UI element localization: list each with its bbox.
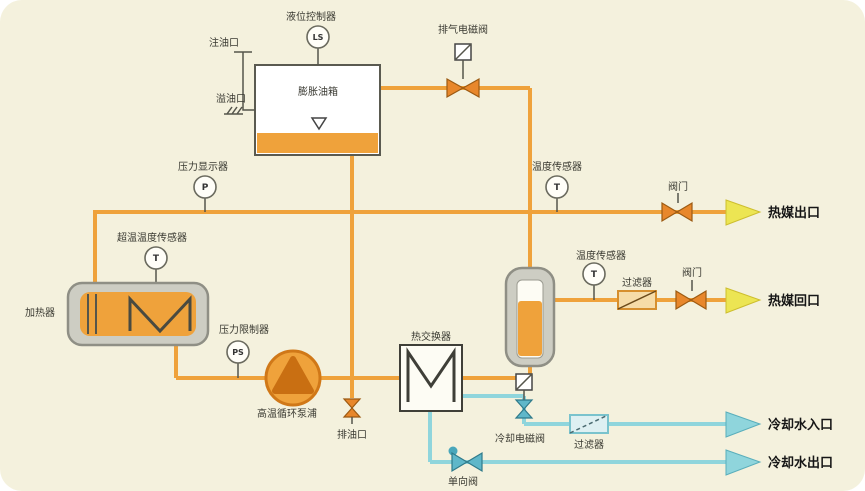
p-circle	[193, 175, 217, 199]
level-switch-sensor: LS	[306, 25, 330, 65]
heater-terminals-icon	[87, 294, 97, 334]
filter-return	[617, 290, 657, 310]
label-valve-return: 阀门	[682, 266, 702, 279]
solenoid-stem	[515, 373, 533, 400]
t-tag: T	[153, 254, 160, 264]
exhaust-solenoid-valve	[446, 43, 480, 99]
label-overflow-port: 溢油口	[216, 92, 246, 105]
heater-core	[80, 292, 196, 336]
port-arrows	[725, 199, 762, 476]
separator-tank	[504, 266, 556, 368]
p-tag: P	[202, 183, 209, 193]
valve-triangle	[446, 77, 465, 99]
label-cooling-water-inlet: 冷却水入口	[768, 417, 833, 433]
label-filter-return: 过滤器	[622, 276, 652, 289]
label-temp-sensor-outlet: 温度传感器	[532, 160, 582, 173]
valve-hot-return	[675, 280, 707, 311]
temp-sensor-return: T	[582, 262, 606, 300]
valve-triangle	[465, 451, 483, 473]
ps-circle	[226, 340, 250, 364]
level-mark-icon	[310, 117, 328, 131]
valve-triangle	[675, 289, 693, 311]
cooling-solenoid-valve	[514, 373, 534, 419]
expansion-tank	[224, 51, 381, 156]
label-pump: 高温循环泵浦	[257, 407, 317, 420]
ls-circle	[306, 25, 330, 49]
check-valve	[448, 446, 483, 473]
label-hot-medium-return: 热媒回口	[768, 293, 820, 309]
label-fill-port: 注油口	[209, 36, 239, 49]
heater	[66, 281, 210, 347]
label-pressure-display: 压力显示器	[178, 160, 228, 173]
t-tag: T	[591, 270, 598, 280]
ls-tag: LS	[313, 33, 324, 42]
label-temp-sensor-return: 温度传感器	[576, 249, 626, 262]
overtemp-sensor: T	[144, 246, 168, 284]
label-hot-medium-outlet: 热媒出口	[768, 205, 820, 221]
valve-triangle	[342, 398, 362, 409]
cool-outlet-arrow	[725, 449, 762, 476]
heat-exchanger	[399, 344, 463, 412]
t-circle	[545, 175, 569, 199]
pressure-display-sensor: P	[193, 175, 217, 212]
separator-oil	[518, 301, 542, 356]
label-heat-exchanger: 热交换器	[411, 330, 451, 343]
pump-impeller-icon	[272, 356, 314, 394]
hot-return-arrow	[725, 287, 762, 314]
filter-cooling	[569, 414, 609, 434]
valve-hot-outlet	[661, 193, 693, 223]
label-pressure-limiter: 压力限制器	[219, 323, 269, 336]
filter-mesh-icon	[569, 414, 609, 434]
label-heater: 加热器	[25, 306, 55, 319]
valve-triangle	[342, 407, 362, 418]
filter-mesh-icon	[617, 290, 657, 310]
component-labels: 液位控制器 注油口 溢油口 膨胀油箱 排气电磁阀 压力显示器 温度传感器 阀门 …	[25, 10, 702, 488]
valve-triangle	[451, 451, 469, 473]
valve-triangle	[661, 201, 679, 223]
label-filter-cooling: 过滤器	[574, 438, 604, 451]
valve-triangle	[461, 77, 480, 99]
temp-sensor-outlet: T	[545, 175, 569, 212]
label-exhaust-solenoid-valve: 排气电磁阀	[438, 23, 488, 36]
label-overtemp-sensor: 超温温度传感器	[117, 231, 187, 244]
cool-inlet-arrow	[725, 411, 762, 438]
label-oil-drain-port: 排油口	[337, 428, 367, 441]
t-circle	[582, 262, 606, 286]
valve-triangle	[675, 201, 693, 223]
check-ball-icon	[448, 446, 458, 456]
valve-triangle	[514, 399, 534, 410]
hx-plates-icon	[406, 347, 456, 402]
valve-triangle	[689, 289, 707, 311]
label-expansion-tank: 膨胀油箱	[298, 85, 338, 98]
label-cooling-solenoid-valve: 冷却电磁阀	[495, 432, 545, 445]
valve-triangle	[514, 408, 534, 419]
label-level-controller: 液位控制器	[286, 10, 336, 23]
label-check-valve: 单向阀	[448, 475, 478, 488]
ps-tag: PS	[232, 348, 244, 357]
fill-port-pipe	[234, 51, 255, 111]
pressure-limiter-sensor: PS	[226, 340, 250, 378]
circulation-pump	[264, 349, 322, 407]
expansion-tank-oil	[257, 133, 378, 153]
heater-element-icon	[128, 295, 192, 334]
label-valve-outlet: 阀门	[668, 180, 688, 193]
label-cooling-water-outlet: 冷却水出口	[768, 455, 833, 471]
oil-drain-valve	[342, 398, 362, 424]
overflow-port-icon	[224, 106, 243, 115]
solenoid-stem	[454, 43, 472, 79]
port-labels: 热媒出口 热媒回口 冷却水入口 冷却水出口	[768, 205, 833, 471]
t-circle	[144, 246, 168, 270]
t-tag: T	[554, 183, 561, 193]
hot-outlet-arrow	[725, 199, 762, 226]
